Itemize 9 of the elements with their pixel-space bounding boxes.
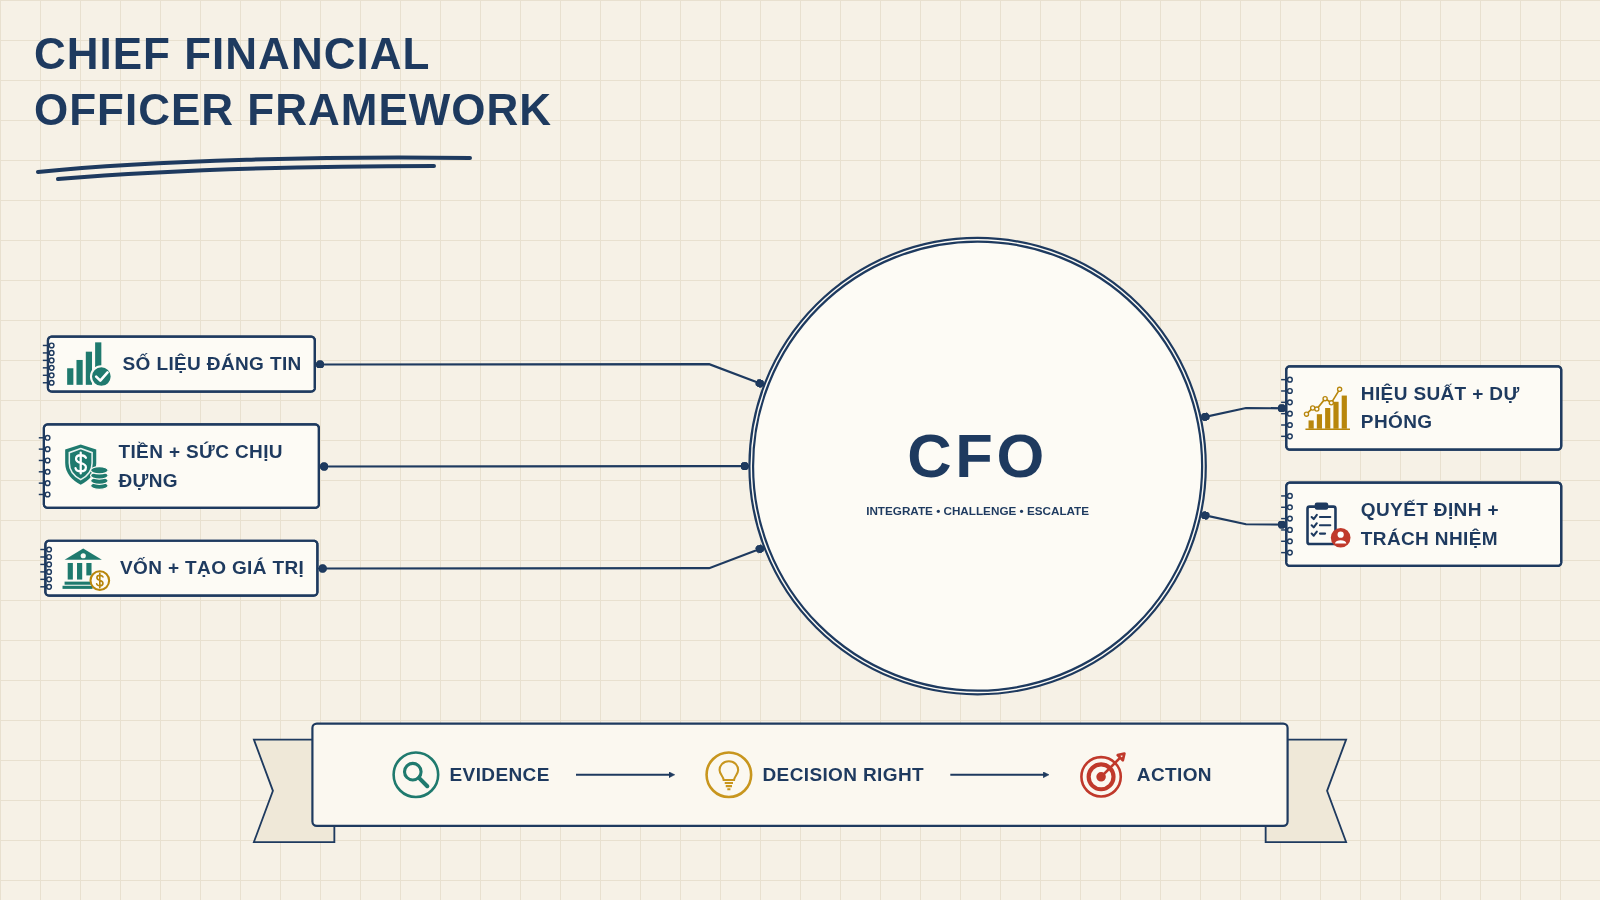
connector bbox=[315, 360, 765, 388]
node-label: EVIDENCE bbox=[449, 762, 550, 788]
connector bbox=[319, 461, 750, 471]
arrow bbox=[950, 771, 1050, 778]
connector bbox=[317, 544, 765, 573]
node-label: DECISION RIGHT bbox=[762, 762, 924, 788]
arrow bbox=[576, 771, 676, 778]
node-label: ACTION bbox=[1136, 762, 1212, 788]
diagram-title: CHIEF FINANCIAL OFFICER FRAMEWORK bbox=[34, 28, 554, 136]
